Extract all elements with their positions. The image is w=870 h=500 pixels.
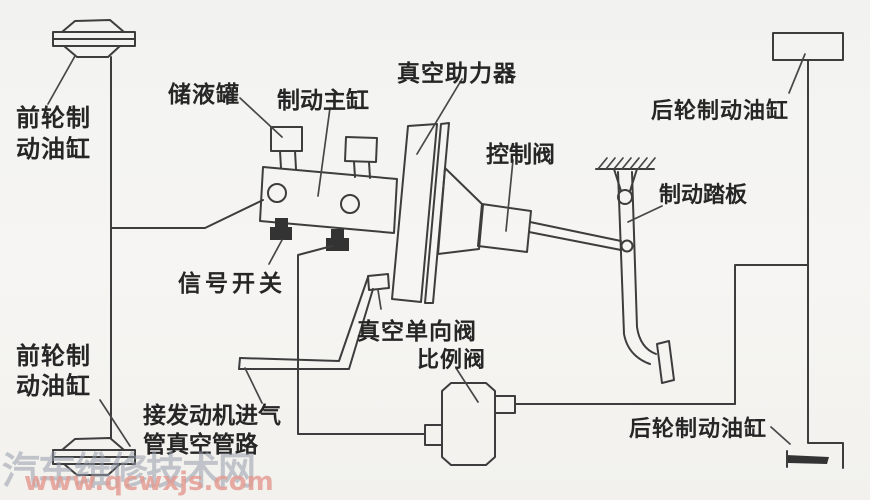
label-proportioning-valve: 比例阀 — [417, 348, 487, 373]
label-reservoir: 储液罐 — [168, 82, 240, 108]
label-vacuum-check-valve: 真空单向阀 — [357, 319, 477, 345]
brake-pipe-left — [110, 56, 264, 439]
label-brake-pedal: 制动踏板 — [659, 183, 748, 208]
label-control-valve: 控制阀 — [486, 142, 555, 168]
label-rear-wheel-cylinder-top: 后轮制动油缸 — [651, 99, 790, 124]
front-wheel-cylinder-bottom-drawing — [52, 437, 136, 476]
front-wheel-cylinder-top-drawing — [52, 19, 136, 58]
leader-lines — [47, 53, 806, 447]
label-line: 接发动机进气 — [143, 403, 281, 429]
label-signal-switch: 信号开关 — [178, 271, 286, 297]
vacuum-check-valve-drawing — [367, 273, 390, 291]
label-line: 前轮制 — [16, 104, 91, 132]
rear-wheel-cylinder-top-drawing — [772, 32, 844, 61]
label-vacuum-booster: 真空助力器 — [397, 61, 517, 87]
brake-pedal-drawing — [595, 157, 675, 384]
master-cylinder-drawing — [259, 126, 398, 251]
label-line: 管真空管路 — [143, 432, 258, 458]
label-front-wheel-cylinder-bottom: 前轮制 动油缸 — [16, 341, 91, 401]
label-line: 前轮制 — [16, 342, 91, 370]
watermark-site-name: 汽车维修技术网 — [2, 449, 256, 493]
brake-pipe-right — [297, 59, 844, 469]
label-line: 动油缸 — [16, 372, 91, 400]
label-engine-vacuum-line: 接发动机进气 管真空管路 — [143, 402, 281, 460]
pushrod-drawing — [528, 221, 622, 251]
watermark-site-url: www.qcwxjs.com — [24, 467, 274, 497]
label-master-cylinder: 制动主缸 — [277, 88, 369, 114]
label-line: 动油缸 — [16, 135, 91, 163]
proportioning-valve-drawing — [424, 382, 516, 466]
vacuum-booster-drawing — [391, 122, 450, 304]
vacuum-pipe-drawing — [238, 276, 374, 370]
label-rear-wheel-cylinder-bottom: 后轮制动油缸 — [629, 417, 768, 442]
signal-switch-fittings — [270, 218, 349, 251]
label-front-wheel-cylinder-top: 前轮制 动油缸 — [16, 103, 91, 165]
control-valve-drawing — [437, 167, 532, 255]
rear-wheel-cylinder-bottom-drawing — [786, 450, 829, 468]
